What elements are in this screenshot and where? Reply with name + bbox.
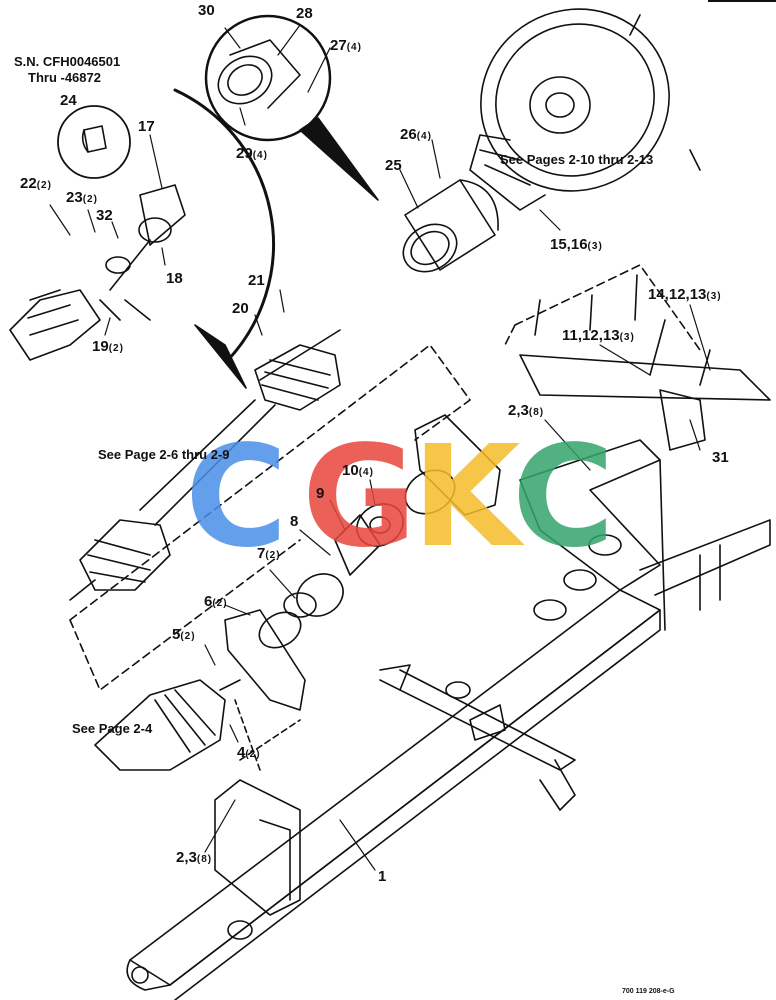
shaft-detail-left — [9, 184, 186, 361]
detail-circle-left — [173, 88, 276, 362]
top-border-line — [708, 0, 776, 2]
callout-11-12-13: 11,12,13(3) — [562, 327, 635, 344]
wheel-assembly — [469, 8, 701, 211]
bearing-assembly — [224, 414, 501, 711]
leader-lines — [49, 24, 711, 871]
drive-shaft — [69, 329, 341, 601]
callout-32: 32 — [96, 207, 113, 224]
callout-14-12-13: 14,12,13(3) — [648, 286, 722, 303]
detail-circle-top — [204, 14, 332, 142]
serial-number-line2: Thru -46872 — [28, 70, 101, 85]
watermark-letter-1: C — [185, 416, 288, 579]
callout-26: 26(4) — [400, 126, 432, 143]
part-24-inset — [57, 105, 131, 179]
shaft-lower — [94, 679, 241, 771]
main-frame — [126, 439, 771, 1000]
detail-pointer-left — [194, 324, 247, 389]
drawing-number: 700 119 208-e-G — [622, 988, 675, 995]
coupler-detail-30 — [217, 39, 301, 109]
callout-4: 4(2) — [237, 744, 261, 761]
callout-17: 17 — [138, 118, 155, 135]
callout-9: 9 — [316, 485, 325, 502]
callout-27: 27(4) — [330, 37, 362, 54]
callout-6: 6(2) — [204, 593, 228, 610]
callout-7: 7(2) — [257, 545, 281, 562]
callout-22: 22(2) — [20, 175, 52, 192]
callout-30: 30 — [198, 2, 215, 19]
callout-10: 10(4) — [342, 462, 374, 479]
reference-page-2-4: See Page 2-4 — [72, 721, 153, 736]
callout-23: 23(2) — [66, 189, 98, 206]
callout-25: 25 — [385, 157, 402, 174]
watermark-letter-3: K — [412, 416, 525, 579]
callout-5: 5(2) — [172, 626, 196, 643]
reference-pages-2-10: See Pages 2-10 thru 2-13 — [500, 152, 654, 167]
callout-8: 8 — [290, 513, 299, 530]
watermark-letter-4: C — [512, 416, 615, 579]
reference-page-2-6: See Page 2-6 thru 2-9 — [98, 447, 230, 462]
detail-pointer-top — [299, 117, 379, 201]
callout-1: 1 — [378, 868, 387, 885]
callout-19: 19(2) — [92, 338, 124, 355]
callout-2-3-lower: 2,3(8) — [176, 849, 213, 866]
coupler-25 — [402, 179, 499, 273]
callout-29: 29(4) — [236, 145, 268, 162]
exploded-frame — [69, 344, 471, 691]
callout-24: 24 — [60, 92, 77, 109]
callout-2-3-upper: 2,3(8) — [508, 402, 545, 419]
callout-15-16: 15,16(3) — [550, 236, 603, 253]
callout-31: 31 — [712, 449, 729, 466]
callout-20: 20 — [232, 300, 249, 317]
callout-28: 28 — [296, 5, 313, 22]
serial-number-line1: S.N. CFH0046501 — [14, 54, 121, 69]
callout-21: 21 — [248, 272, 265, 289]
bracket-31 — [519, 274, 771, 631]
callout-18: 18 — [166, 270, 183, 287]
watermark-letter-2: G — [302, 416, 417, 579]
